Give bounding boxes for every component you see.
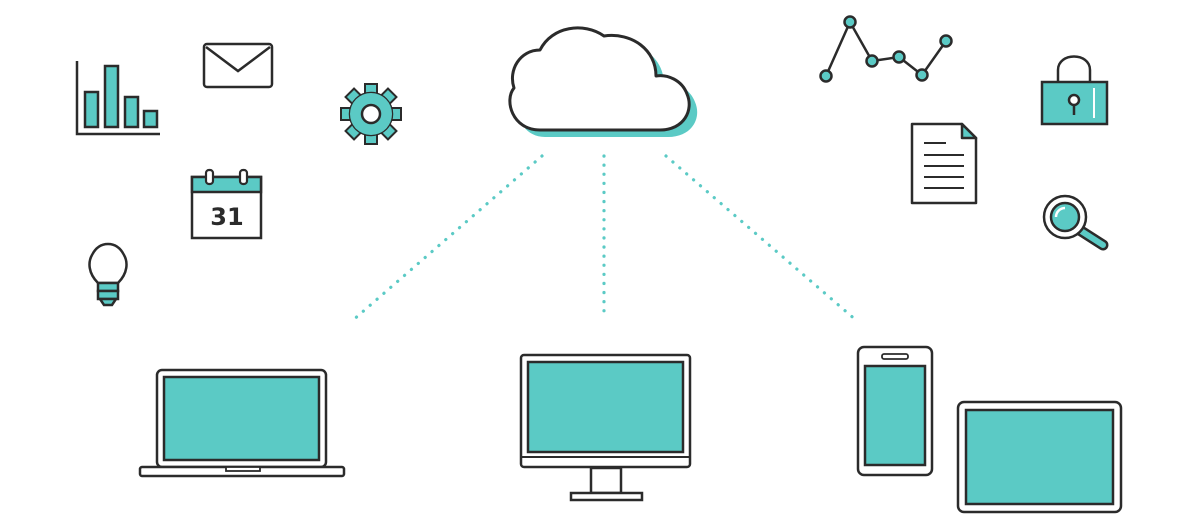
line-chart-icon: [819, 15, 953, 83]
bar-chart-icon: [75, 61, 160, 136]
gear-icon: [340, 83, 402, 145]
envelope-icon: [202, 42, 274, 89]
document-icon: [910, 122, 978, 205]
padlock-icon: [1040, 55, 1109, 126]
desktop-monitor-icon: [519, 353, 692, 502]
connection-line-left: [350, 154, 544, 323]
tablet-icon: [956, 400, 1123, 514]
calendar-icon: 31: [190, 168, 263, 240]
calendar-day-number: 31: [210, 203, 243, 231]
laptop-icon: [138, 368, 346, 478]
magnifier-icon: [1042, 194, 1109, 251]
smartphone-icon: [856, 345, 934, 477]
dotted-connection-lines: [350, 154, 859, 323]
connection-line-right: [664, 154, 859, 323]
lightbulb-icon: [88, 242, 128, 307]
cloud-icon: [508, 26, 698, 137]
